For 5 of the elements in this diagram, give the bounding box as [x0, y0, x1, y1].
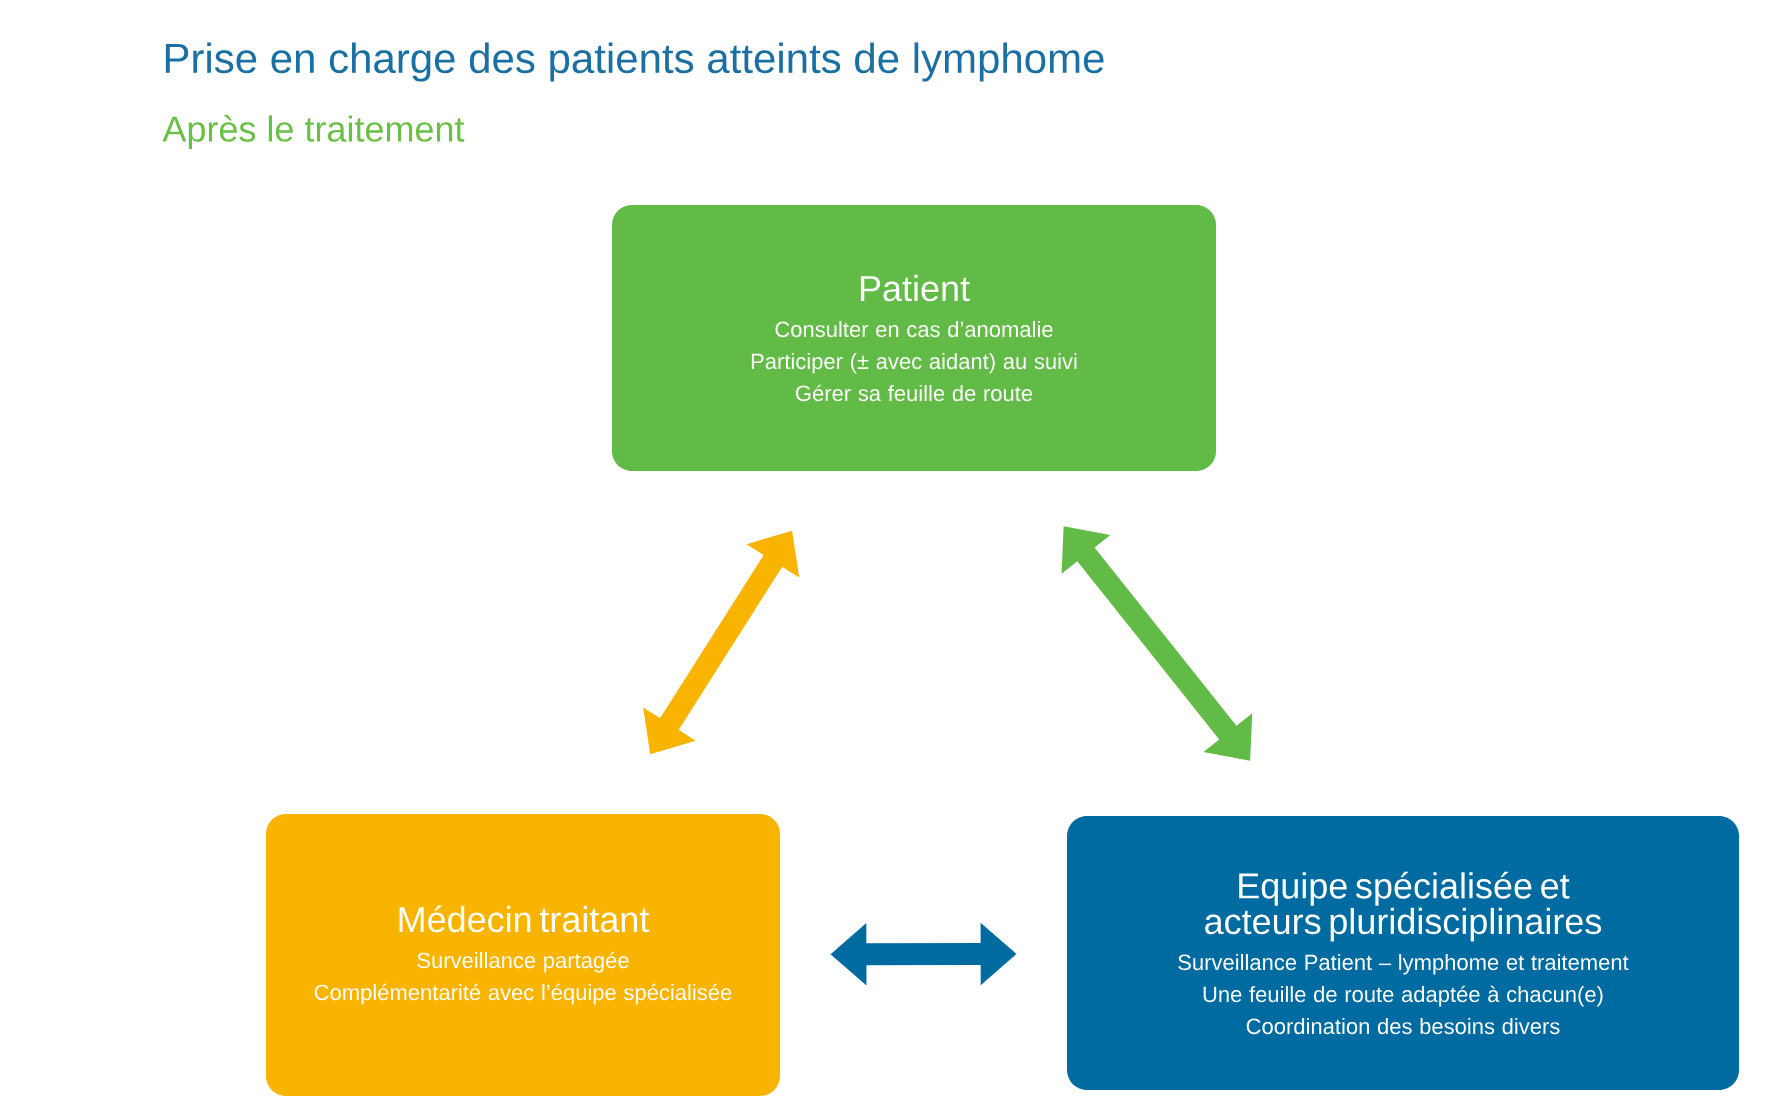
subtitle: Après le traitement [162, 115, 465, 149]
rounded-box: Patient Consulter en cas d’anomalie Participer (± avec aidant) au suivi Gérer sa feuille de route [612, 205, 1216, 471]
rounded-box: Médecin traitant Surveillance partagée Complémentarité avec l’équipe spécialisée [266, 814, 780, 1096]
title: Prise en charge des patients atteints de lymphome [165, 42, 1104, 82]
rounded-box: Equipe spécialisée et acteurs pluridisciplinaires Surveillance Patient – lymphome et traitement Une feuille de route adaptée à chacun(e) Coordination des besoins divers [1067, 816, 1739, 1090]
